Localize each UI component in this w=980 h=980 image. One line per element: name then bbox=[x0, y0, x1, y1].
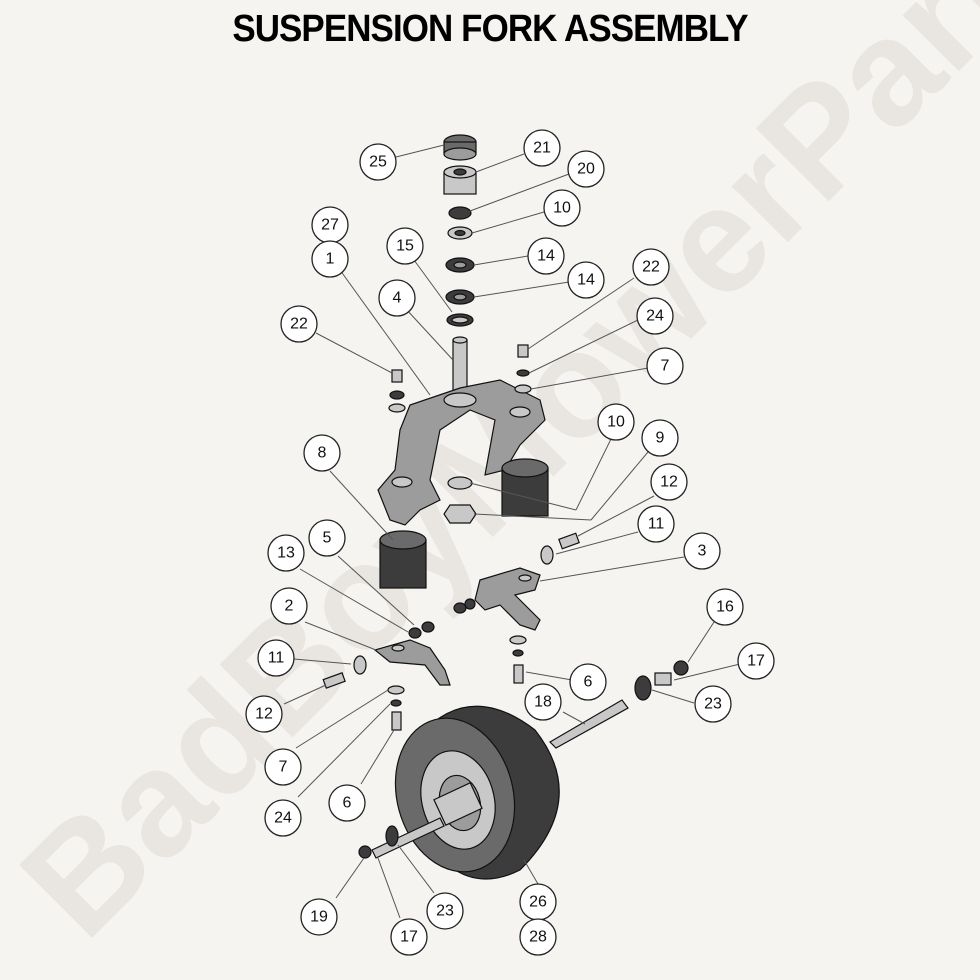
callout-23-left: 23 bbox=[426, 892, 464, 930]
svg-text:11: 11 bbox=[648, 516, 665, 533]
svg-text:21: 21 bbox=[533, 140, 551, 157]
wheel-part-26 bbox=[394, 705, 560, 880]
callout-22-left: 22 bbox=[280, 305, 318, 343]
page-title: SUSPENSION FORK ASSEMBLY bbox=[232, 8, 748, 50]
svg-text:23: 23 bbox=[704, 696, 722, 713]
callout-14b: 14 bbox=[567, 261, 605, 299]
svg-text:2: 2 bbox=[285, 598, 294, 615]
leader-lines bbox=[283, 144, 741, 919]
svg-text:14: 14 bbox=[577, 272, 595, 289]
callout-7-left: 7 bbox=[264, 748, 302, 786]
callout-17-left: 17 bbox=[390, 918, 428, 956]
callout-21: 21 bbox=[523, 129, 561, 167]
callout-4: 4 bbox=[378, 279, 416, 317]
svg-text:23: 23 bbox=[436, 903, 454, 920]
bracket-part-3 bbox=[474, 567, 541, 631]
callouts: 25 21 20 10 27 1 15 14 14 22 4 22 24 7 1… bbox=[245, 129, 775, 956]
callout-6-right: 6 bbox=[569, 663, 607, 701]
fork-parts bbox=[322, 134, 689, 880]
svg-text:24: 24 bbox=[274, 810, 292, 827]
nut-part-20 bbox=[448, 206, 472, 220]
svg-text:19: 19 bbox=[310, 909, 328, 926]
callout-25: 25 bbox=[359, 143, 397, 181]
callout-23-right: 23 bbox=[694, 685, 732, 723]
callout-22-right: 22 bbox=[632, 248, 670, 286]
svg-text:26: 26 bbox=[529, 894, 547, 911]
fork-body-part-1 bbox=[377, 379, 546, 526]
callout-14a: 14 bbox=[527, 237, 565, 275]
svg-text:22: 22 bbox=[642, 259, 660, 276]
callout-5: 5 bbox=[308, 519, 346, 557]
svg-text:25: 25 bbox=[369, 154, 387, 171]
callout-3: 3 bbox=[683, 532, 721, 570]
svg-text:4: 4 bbox=[393, 290, 402, 307]
svg-text:28: 28 bbox=[529, 929, 547, 946]
callout-18: 18 bbox=[524, 683, 562, 721]
callout-2: 2 bbox=[270, 587, 308, 625]
svg-text:1: 1 bbox=[326, 251, 335, 268]
svg-text:6: 6 bbox=[584, 674, 593, 691]
svg-text:14: 14 bbox=[537, 248, 555, 265]
callout-8: 8 bbox=[303, 434, 341, 472]
callout-19: 19 bbox=[300, 898, 338, 936]
svg-text:16: 16 bbox=[716, 599, 734, 616]
svg-text:13: 13 bbox=[277, 545, 295, 562]
svg-text:9: 9 bbox=[656, 430, 665, 447]
svg-text:27: 27 bbox=[321, 217, 339, 234]
callout-16: 16 bbox=[706, 588, 744, 626]
svg-text:7: 7 bbox=[279, 759, 288, 776]
callout-10: 10 bbox=[543, 189, 581, 227]
callout-24-left: 24 bbox=[264, 799, 302, 837]
callout-12-left: 12 bbox=[245, 695, 283, 733]
svg-text:18: 18 bbox=[534, 694, 552, 711]
callout-7-right: 7 bbox=[646, 347, 684, 385]
svg-text:6: 6 bbox=[343, 795, 352, 812]
callout-20: 20 bbox=[567, 150, 605, 188]
bracket-part-2 bbox=[373, 639, 451, 686]
svg-text:10: 10 bbox=[607, 414, 625, 431]
callout-15: 15 bbox=[386, 227, 424, 265]
svg-text:12: 12 bbox=[255, 706, 273, 723]
svg-text:17: 17 bbox=[747, 653, 765, 670]
callout-28: 28 bbox=[519, 918, 557, 956]
callout-12-right: 12 bbox=[650, 463, 688, 501]
svg-text:12: 12 bbox=[660, 474, 678, 491]
svg-text:24: 24 bbox=[646, 308, 664, 325]
callout-26: 26 bbox=[519, 883, 557, 921]
callout-1: 1 bbox=[311, 240, 349, 278]
svg-text:22: 22 bbox=[290, 316, 308, 333]
callout-13: 13 bbox=[267, 534, 305, 572]
svg-text:10: 10 bbox=[553, 200, 571, 217]
callout-10-lower: 10 bbox=[597, 403, 635, 441]
svg-text:20: 20 bbox=[577, 161, 595, 178]
svg-text:5: 5 bbox=[323, 530, 332, 547]
callout-17-right: 17 bbox=[737, 642, 775, 680]
axle-part-18 bbox=[549, 699, 629, 749]
svg-text:15: 15 bbox=[396, 238, 414, 255]
svg-text:8: 8 bbox=[318, 445, 327, 462]
svg-text:7: 7 bbox=[661, 358, 670, 375]
svg-text:17: 17 bbox=[400, 929, 418, 946]
svg-text:3: 3 bbox=[698, 543, 707, 560]
callout-9: 9 bbox=[641, 419, 679, 457]
callout-27: 27 bbox=[311, 206, 349, 244]
callout-11-left: 11 bbox=[257, 639, 295, 677]
svg-text:11: 11 bbox=[268, 650, 285, 667]
callout-11-right: 11 bbox=[637, 505, 675, 543]
callout-24-right: 24 bbox=[636, 297, 674, 335]
callout-6-left: 6 bbox=[328, 784, 366, 822]
